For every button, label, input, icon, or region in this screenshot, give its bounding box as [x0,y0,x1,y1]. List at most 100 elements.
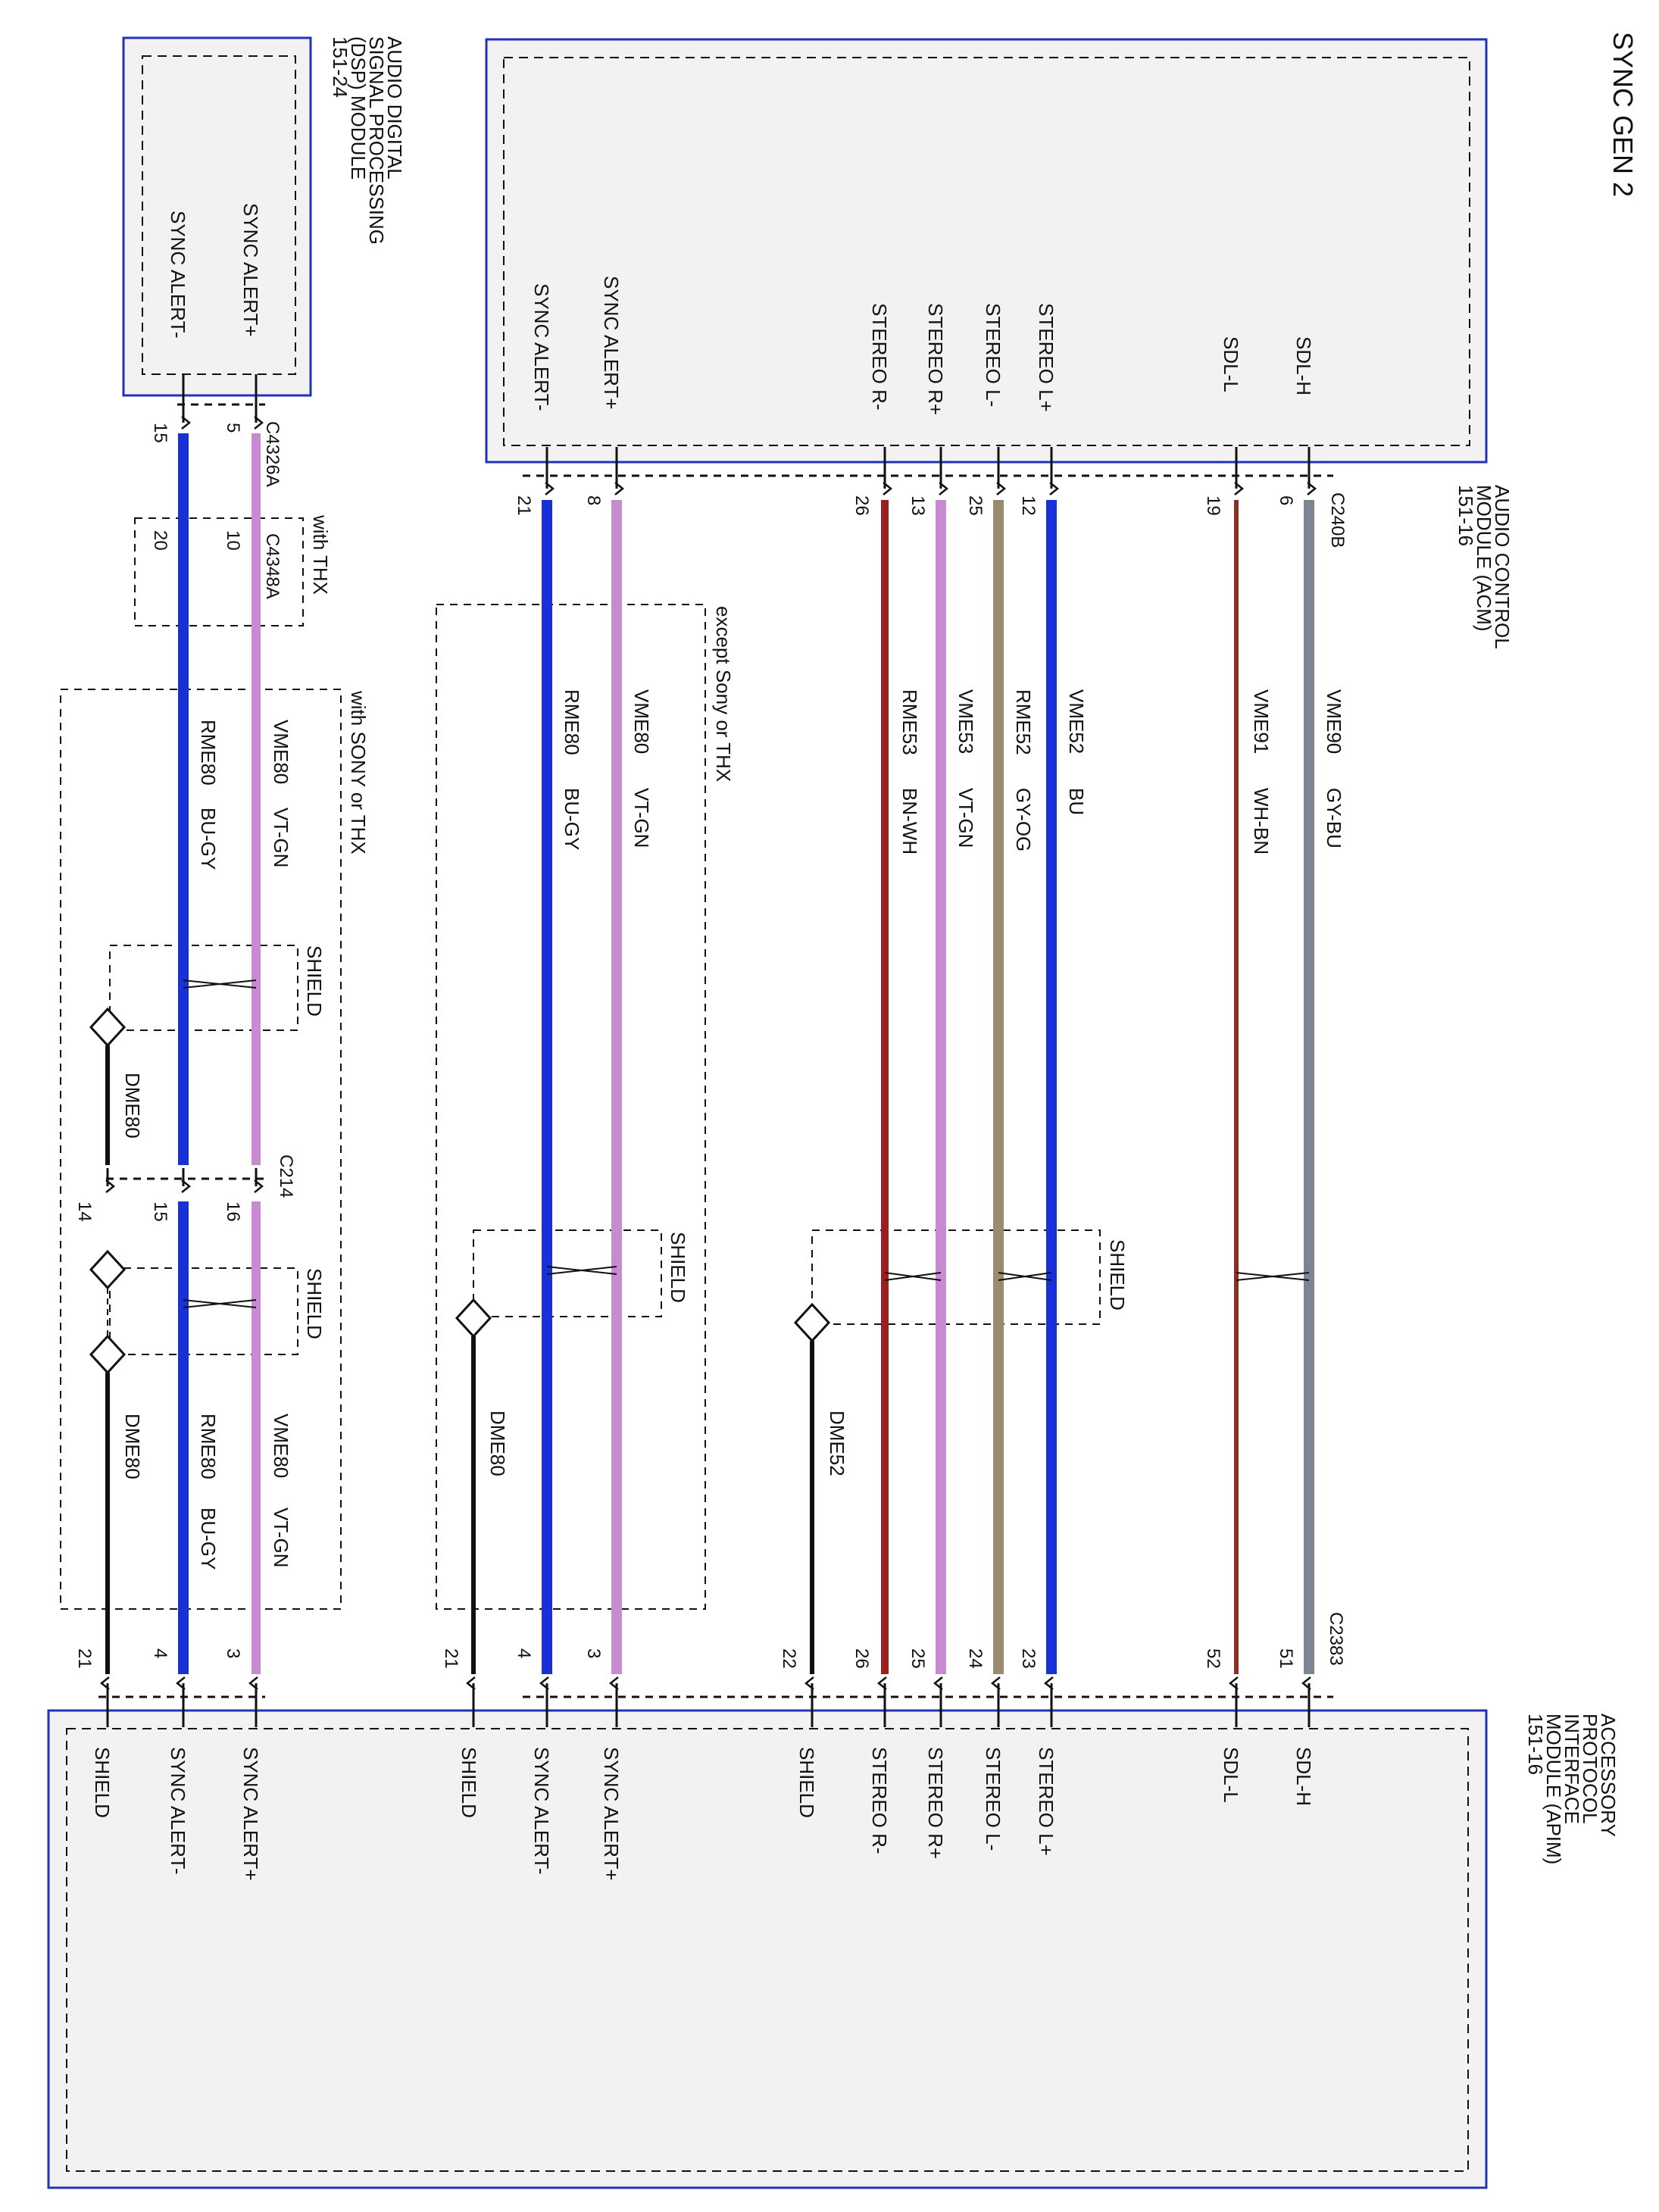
acm-pin-21: 21 [514,495,534,516]
apim-pin-21-dsp: 21 [74,1648,95,1669]
circuit-vme53: VME53 [954,689,977,754]
except-sony-or-thx-region [436,604,706,1610]
acm-circuit-stereo-l-minus: STEREO L- 25 RME52 GY-OG 24 STEREO L- [965,303,1035,1851]
acm-circuit-stereo-r-plus: STEREO R+ 13 VME53 VT-GN 25 STEREO R+ [908,303,977,1859]
c214-pin-14: 14 [74,1201,95,1222]
apim-pin-23: 23 [1018,1648,1039,1669]
apim-title-line1: ACCESSORY [1597,1714,1620,1837]
apim-signal-sdl-h: SDL-H [1292,1747,1315,1806]
color-gy-og: GY-OG [1012,788,1035,851]
acm-signal-stereo-r-plus: STEREO R+ [924,303,947,415]
acm-title-line2: MODULE (ACM) [1473,485,1495,632]
apim-signal-stereo-r-minus: STEREO R- [868,1747,891,1854]
shield-label-acm-stereo: SHIELD [1106,1239,1129,1311]
circuit-dme80-dsp-lower: DME80 [121,1414,144,1479]
color-gy-bu: GY-BU [1323,788,1345,848]
circuit-dme80-acm: DME80 [486,1411,509,1476]
dsp-module: AUDIO DIGITAL SIGNAL PROCESSING (DSP) MO… [122,36,406,487]
drain-diamond-dme80-acm [455,1298,492,1339]
acm-connector-label: C240B [1327,492,1348,548]
acm-circuit-sdl-l: SDL-L 19 VME91 WH-BN 52 SDL-L [1203,336,1273,1803]
acm-pin-19: 19 [1203,495,1223,516]
apim-signal-stereo-l-minus: STEREO L- [982,1747,1004,1851]
circuit-vme80-dsp-lower: VME80 [270,1414,292,1478]
apim-pin-51: 51 [1276,1648,1296,1669]
apim-pin-3-acm: 3 [583,1648,604,1658]
apim-signal-sync-alert-plus-dsp: SYNC ALERT+ [239,1747,262,1881]
apim-title-line2: PROTOCOL [1579,1714,1601,1823]
shield-label-acm-alert: SHIELD [667,1232,689,1303]
circuit-vme80-dsp-upper: VME80 [270,720,292,784]
thx-pin-20: 20 [150,530,170,551]
acm-signal-sdl-h: SDL-H [1292,336,1315,395]
with-thx-region [134,517,304,626]
circuit-rme80-dsp-upper: RME80 [197,720,220,786]
circuit-dme80-dsp-upper: DME80 [121,1073,144,1139]
circuit-rme53: RME53 [898,689,921,755]
apim-pin-4-dsp: 4 [150,1648,170,1658]
apim-signal-sync-alert-minus-dsp: SYNC ALERT- [167,1747,189,1875]
apim-signal-shield-22: SHIELD [795,1747,818,1818]
color-vt-gn-acm: VT-GN [630,788,653,848]
dsp-title-line4: 151-24 [329,36,351,98]
acm-circuit-sync-alert-plus: SYNC ALERT+ 8 VME80 VT-GN 3 SYNC ALERT+ [583,276,653,1881]
acm-signal-stereo-l-plus: STEREO L+ [1035,303,1058,412]
acm-pin-8: 8 [583,495,604,505]
apim-title-line4: MODULE (APIM) [1542,1714,1565,1864]
acm-signal-sdl-l: SDL-L [1220,336,1242,392]
apim-signal-stereo-l-plus: STEREO L+ [1035,1747,1058,1856]
drain-diamond-dsp-lower [89,1334,127,1375]
apim-pin-4-acm: 4 [514,1648,534,1658]
color-vt-gn-dsp-lower: VT-GN [270,1507,292,1567]
acm-signal-stereo-r-minus: STEREO R- [868,303,891,411]
thx-pin-10: 10 [223,530,243,551]
acm-signal-stereo-l-minus: STEREO L- [982,303,1004,407]
circuit-vme80-acm: VME80 [630,689,653,754]
color-bu: BU [1065,788,1088,815]
acm-circuit-stereo-l-plus: STEREO L+ 12 VME52 BU 23 STEREO L+ [1018,303,1088,1856]
color-vt-gn-dsp-upper: VT-GN [270,808,292,867]
circuit-rme80-acm: RME80 [561,689,583,755]
dsp-title-line1: AUDIO DIGITAL [383,36,406,180]
apim-pin-52: 52 [1203,1648,1223,1669]
dsp-title-line2: SIGNAL PROCESSING [365,36,388,245]
acm-pin-12: 12 [1018,495,1039,516]
shield-label-dsp-lower: SHIELD [303,1268,326,1339]
apim-pin-22: 22 [779,1648,799,1669]
page-title: SYNC GEN 2 [1607,32,1639,197]
apim-pin-26: 26 [851,1648,872,1669]
apim-signal-sdl-l: SDL-L [1220,1747,1242,1803]
color-vt-gn-r: VT-GN [954,788,977,848]
with-sony-or-thx-region [60,689,342,1610]
dsp-connector-label: C4326A [262,421,283,487]
apim-signal-shield-21-dsp: SHIELD [91,1747,114,1818]
thx-connector-label: C4348A [262,533,283,599]
connector-lines [98,403,1333,1698]
shield-boxes [109,945,1101,1355]
acm-pin-26: 26 [851,495,872,516]
circuit-rme80-dsp-lower: RME80 [197,1414,220,1479]
acm-circuit-stereo-r-minus: STEREO R- 26 RME53 BN-WH 26 STEREO R- [851,303,921,1854]
apim-pin-21-acm: 21 [441,1648,461,1669]
acm-pin-13: 13 [908,495,928,516]
apim-title-line3: INTERFACE [1561,1714,1583,1824]
acm-title-line1: AUDIO CONTROL [1491,485,1514,649]
circuit-vme90: VME90 [1323,689,1345,754]
apim-module: ACCESSORY PROTOCOL INTERFACE MODULE (API… [47,1612,1620,2189]
shield-label-dsp-upper: SHIELD [303,945,326,1017]
apim-pin-3-dsp: 3 [223,1648,243,1658]
acm-signal-sync-alert-minus: SYNC ALERT- [530,283,553,411]
color-bu-gy-dsp-upper: BU-GY [197,808,220,870]
dsp-title-line3: (DSP) MODULE [347,36,370,180]
acm-drain-dme80: DME80 21 SHIELD [441,1298,509,1818]
acm-drain-dme52: DME52 22 SHIELD [779,1302,848,1818]
color-wh-bn: WH-BN [1250,788,1273,854]
dsp-drain-dme80: DME80 14 DME80 21 SHIELD [74,1007,144,1818]
dsp-signal-sync-alert-minus: SYNC ALERT- [167,211,189,339]
apim-signal-sync-alert-plus-acm: SYNC ALERT+ [600,1747,623,1881]
except-sony-or-thx-label: except Sony or THX [712,606,735,782]
acm-circuit-sync-alert-minus: SYNC ALERT- 21 RME80 BU-GY 4 SYNC ALERT- [514,283,583,1875]
drain-diamond-dsp-upper [89,1007,127,1048]
